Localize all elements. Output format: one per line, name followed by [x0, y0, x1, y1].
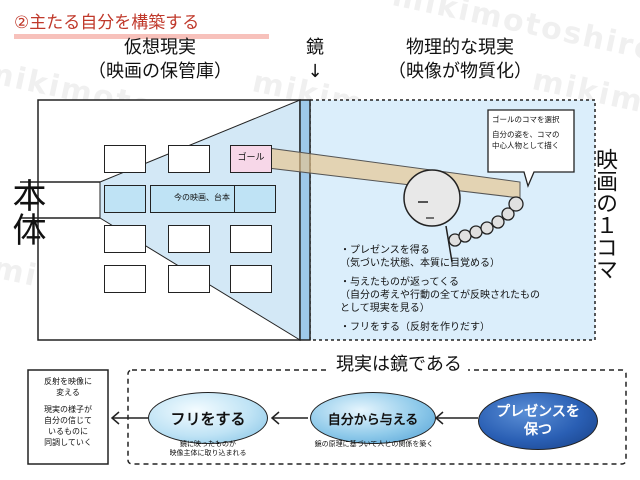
film-cell [168, 145, 210, 173]
film-cell [168, 225, 210, 253]
body-label: 本体 [6, 178, 46, 246]
virtual-reality-header: 仮想現実 （映画の保管庫） [60, 36, 260, 84]
person-body [445, 225, 453, 263]
film-frame-label: 映画の１コマ [592, 148, 617, 280]
film-cell [104, 145, 146, 173]
bubble-line: 自分の姿を、コマの [492, 130, 560, 139]
person-arm [448, 196, 524, 247]
note-line: 鏡に映ったものが [180, 440, 236, 448]
reflection-line: 変える [56, 388, 80, 397]
bullet-item: ・プレゼンスを得る （気づいた状態、本質に目覚める） [340, 244, 590, 270]
give-oval: 自分から与える [310, 392, 436, 444]
film-cell [230, 265, 272, 293]
current-cell [234, 185, 276, 213]
bullet-list: ・プレゼンスを得る （気づいた状態、本質に目覚める） ・与えたものが返ってくる … [340, 244, 590, 334]
bubble-line: 中心人物として描く [492, 141, 560, 150]
virtual-reality-box [37, 99, 301, 341]
film-cell [230, 225, 272, 253]
bullet-line: （気づいた状態、本質に目覚める） [340, 258, 500, 269]
bullet-line: ・フリをする（反射を作りだす） [340, 322, 490, 333]
reflection-line: 同調していく [44, 438, 92, 447]
bullet-item: ・与えたものが返ってくる （自分の考えや行動の全てが反映されたもの として現実を… [340, 276, 590, 315]
physical-reality-header: 物理的な現実 （映像が物質化） [360, 36, 560, 84]
page-title: ②主たる自分を構築する [14, 8, 270, 39]
header-line: 仮想現実 [124, 37, 196, 58]
pretend-label: フリをする [170, 409, 246, 428]
mirror-bar [299, 99, 311, 341]
note-line: 映像主体に取り込まれる [169, 449, 247, 457]
current-cell [104, 185, 146, 213]
bullet-line: ・プレゼンスを得る [340, 245, 430, 256]
goal-cell: ゴール [230, 145, 272, 173]
header-line: （映画の保管庫） [88, 61, 232, 82]
film-cell [104, 225, 146, 253]
bullet-line: （自分の考えや行動の全てが反映されたもの [340, 290, 540, 301]
header-line: 鏡 [306, 37, 324, 58]
bullet-line: として現実を見る） [340, 303, 430, 314]
reflection-box [27, 369, 109, 465]
speech-bubble-text: ゴールのコマを選択 自分の姿を、コマの 中心人物として描く [492, 114, 574, 151]
mirror-header: 鏡 ↓ [290, 36, 340, 84]
header-line: ↓ [307, 61, 323, 82]
reality-mirror-label: 現実は鏡である [330, 350, 468, 376]
pretend-oval: フリをする [148, 392, 268, 444]
bullet-item: ・フリをする（反射を作りだす） [340, 321, 590, 334]
header-line: （映像が物質化） [388, 61, 532, 82]
header-line: 物理的な現実 [406, 37, 514, 58]
reflection-line: 反射を映像に [44, 377, 92, 386]
film-cell [168, 265, 210, 293]
presence-oval: プレゼンスを 保つ [478, 392, 598, 450]
bullet-line: ・与えたものが返ってくる [340, 277, 459, 288]
give-note: 鏡の原理に基づいて人との関係を築く [314, 440, 434, 448]
person-head [403, 169, 461, 227]
film-cell [104, 265, 146, 293]
reflection-line: いるものに [48, 427, 88, 436]
presence-line: プレゼンスを [496, 404, 580, 420]
reflection-line: 自分の信じて [44, 416, 92, 425]
reflection-box-text: 反射を映像に 変える 現実の様子が 自分の信じて いるものに 同調していく [30, 376, 106, 448]
speech-bubble-shape [487, 109, 575, 188]
presence-line: 保つ [523, 422, 552, 438]
give-label: 自分から与える [327, 412, 419, 428]
bubble-line: ゴールのコマを選択 [492, 115, 560, 124]
reflection-line: 現実の様子が [44, 405, 92, 414]
pretend-note: 鏡に映ったものが 映像主体に取り込まれる [148, 440, 268, 458]
